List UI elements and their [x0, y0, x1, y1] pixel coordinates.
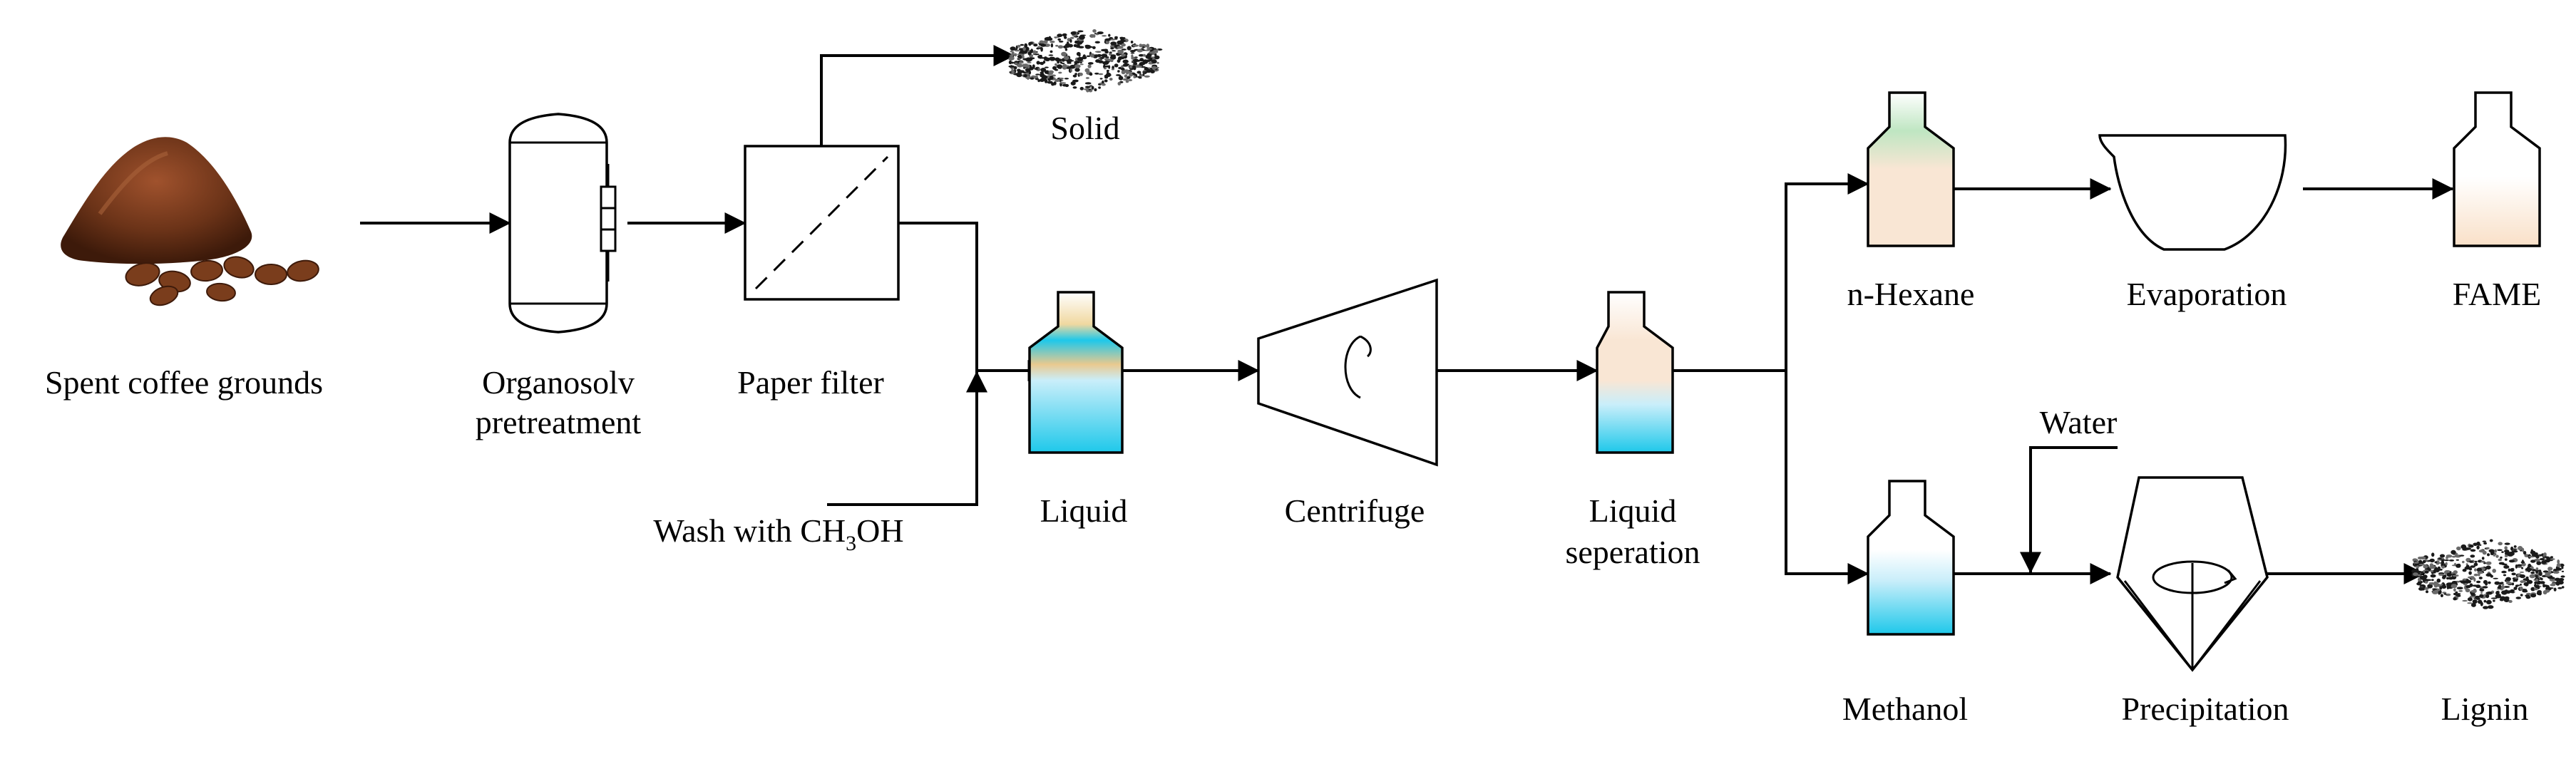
n-hexane-bottle-icon — [1867, 91, 1955, 247]
liquid-bottle-icon — [1028, 291, 1124, 454]
methanol-bottle-icon — [1867, 480, 1955, 636]
label-organosolv: Organosolv — [482, 364, 635, 401]
lignin-particles-image — [2411, 539, 2565, 609]
label-precipitation: Precipitation — [2121, 691, 2289, 727]
label-fame: FAME — [2453, 276, 2541, 312]
label-pretreatment: pretreatment — [476, 404, 642, 440]
arrow-water-input — [2020, 446, 2118, 574]
paper-filter-icon — [744, 145, 900, 301]
label-liquid-separation-1: Liquid — [1589, 492, 1677, 529]
label-liquid: Liquid — [1040, 492, 1128, 529]
evaporation-dish-icon — [2098, 134, 2287, 251]
arrow-filter-to-solid — [820, 45, 1015, 146]
label-lignin: Lignin — [2441, 691, 2529, 727]
arrow-wash-methanol — [827, 371, 987, 506]
separation-bottle-icon — [1596, 291, 1674, 454]
label-wash-with-methanol: Wash with CH3OH — [653, 512, 903, 555]
label-water: Water — [2040, 404, 2118, 440]
label-centrifuge: Centrifuge — [1285, 492, 1425, 529]
coffee-grounds-image — [61, 137, 319, 306]
arrow-filter-to-liquid — [898, 222, 1050, 381]
label-paper-filter: Paper filter — [737, 364, 884, 401]
organosolv-reactor-icon — [508, 113, 617, 334]
label-n-hexane: n-Hexane — [1847, 276, 1975, 312]
precipitation-vessel-icon — [2116, 476, 2269, 672]
centrifuge-icon — [1257, 278, 1438, 467]
label-solid: Solid — [1050, 110, 1119, 146]
label-liquid-separation-2: seperation — [1565, 534, 1700, 570]
solid-particles-image — [1008, 29, 1163, 93]
fame-bottle-icon — [2453, 91, 2541, 247]
label-evaporation: Evaporation — [2127, 276, 2287, 312]
arrow-to-n-hexane — [1785, 173, 1869, 371]
label-methanol: Methanol — [1842, 691, 1968, 727]
label-spent-coffee-grounds: Spent coffee grounds — [45, 364, 323, 401]
arrow-to-methanol — [1785, 371, 1869, 584]
